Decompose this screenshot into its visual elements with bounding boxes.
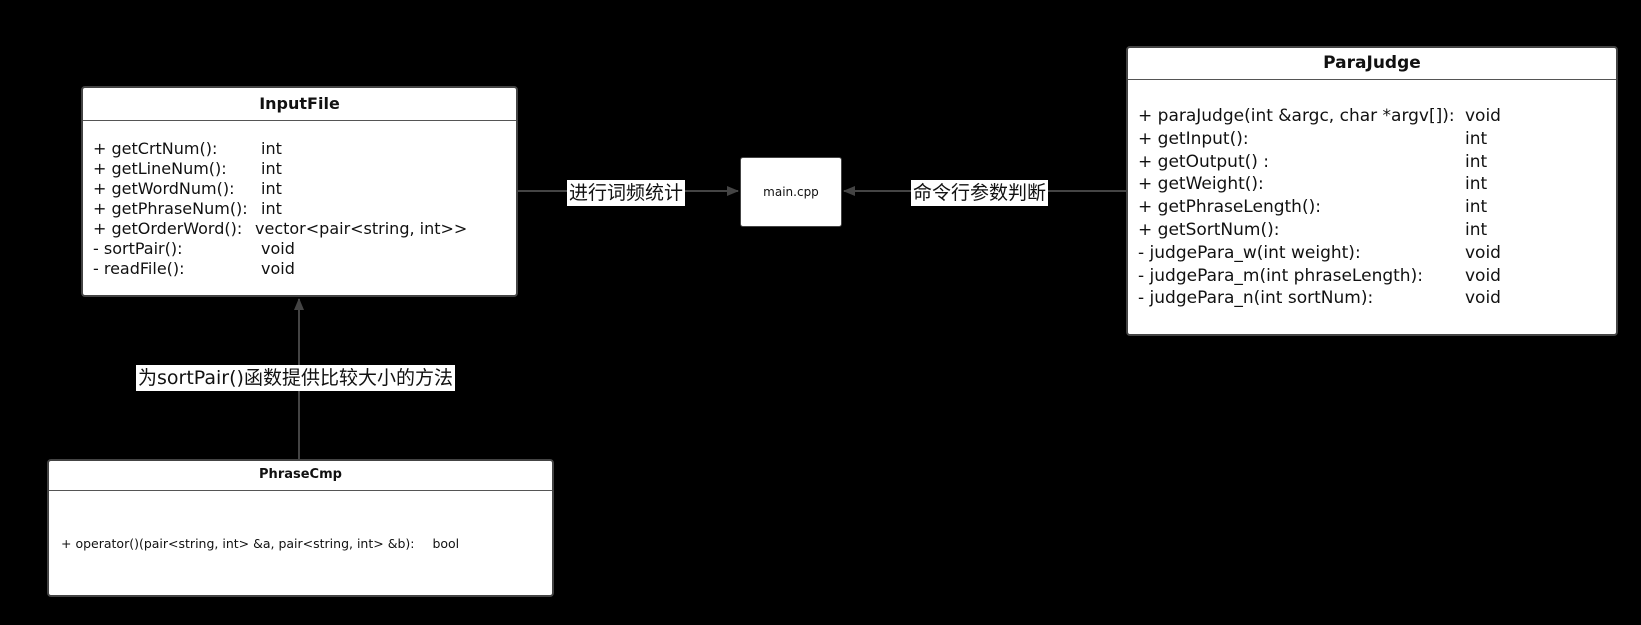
- member-return-type: void: [1465, 106, 1501, 126]
- member-signature: + getWordNum():: [93, 179, 235, 198]
- member-signature: + getCrtNum():: [93, 139, 218, 158]
- member-return-type: int: [1465, 219, 1488, 240]
- class-title-parajudge: ParaJudge: [1128, 48, 1616, 80]
- member-return-type: void: [261, 239, 295, 258]
- class-title-inputfile: InputFile: [83, 88, 516, 121]
- member-signature: - sortPair():: [93, 239, 183, 258]
- class-title-phrasecmp: PhraseCmp: [49, 461, 552, 491]
- member-return-type: void: [1465, 242, 1501, 263]
- member-return-type: int: [261, 199, 282, 218]
- member-signature: + getPhraseNum():: [93, 199, 248, 218]
- edge-label-parajudge-to-main: 命令行参数判断: [911, 180, 1049, 206]
- member-signature: + paraJudge(int &argc, char *argv[]):: [1138, 106, 1455, 126]
- member-return-type: int: [1465, 151, 1488, 172]
- member-signature: + getPhraseLength():: [1138, 197, 1321, 218]
- member-signature: - readFile():: [93, 259, 185, 278]
- member-return-type: int: [1465, 174, 1488, 195]
- member-return-type: void: [261, 259, 295, 278]
- edge-label-inputfile-to-main: 进行词频统计: [567, 180, 686, 206]
- member-return-type: int: [1465, 128, 1488, 149]
- class-box-parajudge[interactable]: ParaJudge + paraJudge(int &argc, char *a…: [1126, 46, 1618, 336]
- member-return-type: bool: [432, 536, 460, 551]
- member-return-type: void: [1465, 265, 1501, 286]
- class-members-phrasecmp: + operator()(pair<string, int> &a, pair<…: [61, 536, 459, 551]
- member-signature: - judgePara_w(int weight):: [1138, 242, 1361, 263]
- member-signature: - judgePara_n(int sortNum):: [1138, 288, 1374, 309]
- member-return-type: int: [261, 179, 282, 198]
- member-signature: + getOutput() :: [1138, 151, 1270, 172]
- class-box-main-cpp[interactable]: main.cpp: [740, 157, 842, 227]
- member-return-type: vector<pair<string, int>>: [255, 219, 468, 238]
- member-return-type: int: [261, 139, 282, 158]
- class-box-phrasecmp[interactable]: PhraseCmp + operator()(pair<string, int>…: [47, 459, 554, 597]
- member-return-type: void: [1465, 288, 1501, 309]
- member-signature: + getInput():: [1138, 128, 1249, 149]
- member-signature: + getOrderWord():: [93, 219, 243, 238]
- class-box-inputfile[interactable]: InputFile + getCrtNum(): int + getLineNu…: [81, 86, 518, 297]
- member-return-type: int: [1465, 197, 1488, 218]
- edge-label-phrasecmp-to-inputfile: 为sortPair()函数提供比较大小的方法: [136, 365, 455, 391]
- member-signature: - judgePara_m(int phraseLength):: [1138, 265, 1423, 286]
- member-signature: + operator()(pair<string, int> &a, pair<…: [61, 536, 415, 551]
- member-signature: + getWeight():: [1138, 174, 1264, 195]
- member-signature: + getLineNum():: [93, 159, 227, 178]
- member-signature: + getSortNum():: [1138, 219, 1280, 240]
- member-return-type: int: [261, 159, 282, 178]
